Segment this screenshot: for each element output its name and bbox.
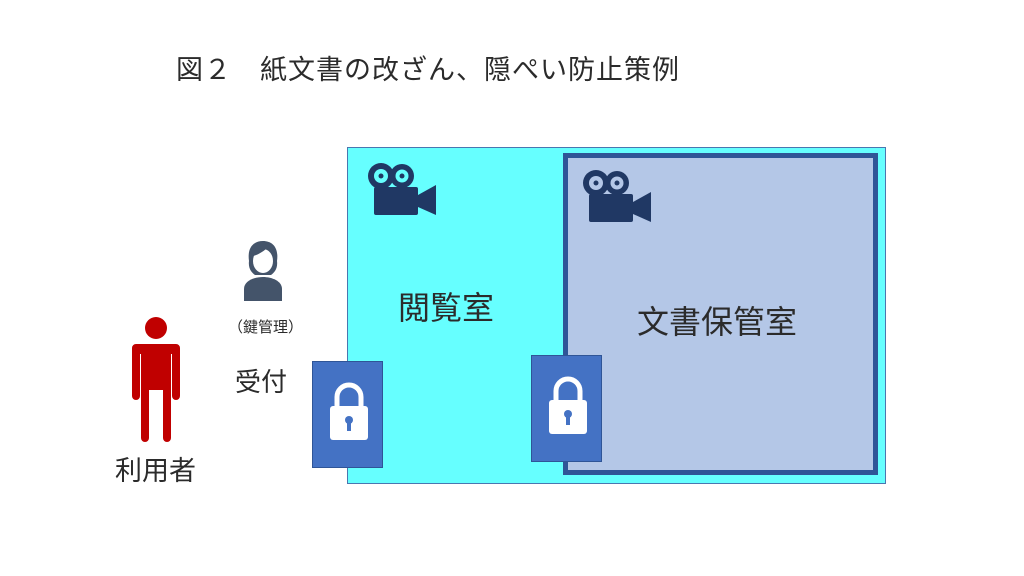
archive-room-label: 文書保管室 [637, 303, 798, 341]
reading-room-lock [312, 361, 383, 468]
reception-label: 受付 [235, 368, 288, 398]
receptionist-icon [244, 241, 282, 301]
figure-title: 図２ 紙文書の改ざん、隠ぺい防止策例 [176, 55, 680, 86]
reading-room-label: 閲覧室 [398, 289, 495, 327]
person-icon [132, 317, 180, 442]
reception-note: （鍵管理） [228, 318, 304, 336]
video-camera-icon [368, 163, 436, 215]
padlock-icon [549, 376, 587, 434]
user-label: 利用者 [115, 456, 196, 487]
archive-room-lock [531, 355, 602, 462]
video-camera-icon [583, 170, 651, 222]
padlock-icon [330, 382, 368, 440]
